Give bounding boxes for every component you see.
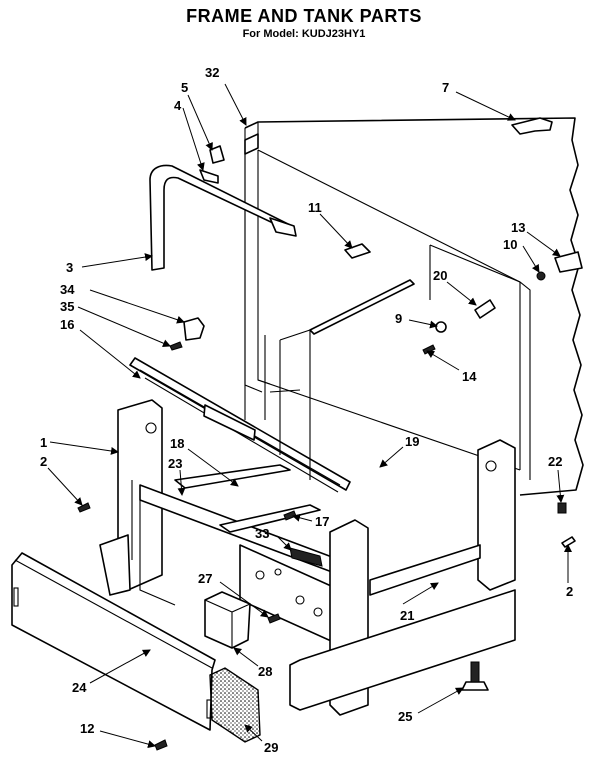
callout-9: 9 [395, 311, 402, 326]
callout-25: 25 [398, 709, 412, 724]
callout-12: 12 [80, 721, 94, 736]
callout-29: 29 [264, 740, 278, 755]
upper-rail-3 [149, 145, 297, 271]
screw-2-left [77, 502, 91, 513]
model-subtitle: For Model: KUDJ23HY1 [242, 28, 366, 40]
callout-14: 14 [462, 369, 477, 384]
diagram-title: FRAME AND TANK PARTS [186, 6, 422, 26]
fastener-cluster [422, 299, 496, 355]
clip-7 [511, 117, 553, 135]
callout-labels: 1 2 3 4 5 7 9 10 11 12 13 14 16 17 18 19… [40, 65, 573, 755]
callout-32: 32 [205, 65, 219, 80]
callout-5: 5 [181, 80, 188, 95]
callout-13: 13 [511, 220, 525, 235]
screw-12 [154, 739, 168, 751]
callout-21: 21 [400, 608, 414, 623]
callout-20: 20 [433, 268, 447, 283]
nut-10 [536, 271, 546, 281]
insulation-29 [209, 667, 261, 743]
bracket-13 [554, 251, 583, 273]
bracket-11 [344, 243, 371, 259]
screw-27 [267, 613, 281, 624]
callout-18: 18 [170, 436, 184, 451]
pad-33 [289, 547, 323, 567]
callout-2-left: 2 [40, 454, 47, 469]
leveling-foot-25 [461, 661, 489, 691]
callout-7: 7 [442, 80, 449, 95]
callout-17: 17 [315, 514, 329, 529]
screw-35 [169, 341, 183, 351]
callout-27: 27 [198, 571, 212, 586]
screw-22 [557, 502, 567, 514]
callout-24: 24 [72, 680, 87, 695]
callout-19: 19 [405, 434, 419, 449]
callout-22: 22 [548, 454, 562, 469]
frame-cross-members [139, 464, 341, 606]
block-28 [204, 591, 251, 649]
callout-28: 28 [258, 664, 272, 679]
bracket-34 [183, 317, 205, 341]
frame-right-legs [264, 329, 516, 716]
callout-34: 34 [60, 282, 75, 297]
callout-3: 3 [66, 260, 73, 275]
callout-4: 4 [174, 98, 182, 113]
callout-2-right: 2 [566, 584, 573, 599]
callout-33: 33 [255, 526, 269, 541]
front-rail-16 [129, 357, 351, 493]
callout-23: 23 [168, 456, 182, 471]
leader-lines [47, 83, 572, 749]
callout-1: 1 [40, 435, 47, 450]
callout-11: 11 [308, 200, 322, 215]
callout-10: 10 [503, 237, 517, 252]
callout-16: 16 [60, 317, 74, 332]
callout-35: 35 [60, 299, 74, 314]
tank-32 [244, 117, 584, 496]
